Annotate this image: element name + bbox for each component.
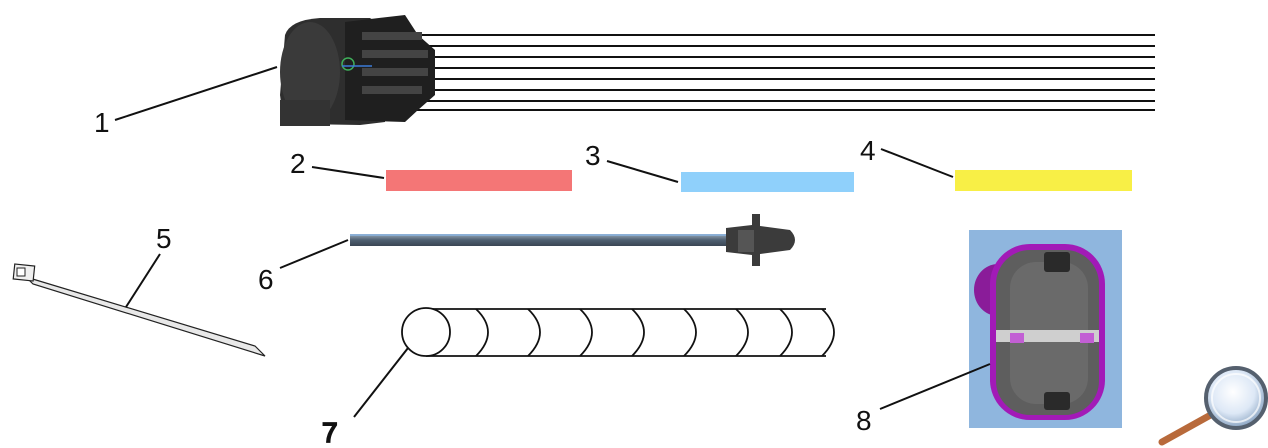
magnifier-icon[interactable]	[1158, 366, 1268, 446]
part-1-connector-housing: 1	[94, 15, 1155, 138]
yellow-sleeve-bar	[955, 170, 1132, 191]
callout-6-label: 6	[258, 264, 274, 295]
callout-8-label: 8	[856, 405, 872, 436]
callout-1-label: 1	[94, 107, 110, 138]
part-1-wires	[410, 34, 1155, 111]
red-sleeve-bar	[386, 170, 572, 191]
part-2-red-sleeve: 2	[290, 148, 572, 191]
callout-7-label: 7	[322, 417, 338, 448]
callout-5-label: 5	[156, 223, 172, 254]
part-5-cable-tie: 5	[12, 223, 266, 357]
part-4-yellow-sleeve: 4	[860, 135, 1132, 191]
callout-3-label: 3	[585, 140, 601, 171]
callout-4-label: 4	[860, 135, 876, 166]
part-1-housing-body	[280, 15, 435, 126]
part-3-blue-sleeve: 3	[585, 140, 854, 192]
blue-sleeve-bar	[681, 172, 854, 192]
part-7-corrugated-tube: 7	[321, 307, 835, 448]
callout-2-label: 2	[290, 148, 306, 179]
part-6-mounting-pin: 6	[258, 214, 795, 295]
part-8-sensor-connector: 8	[856, 230, 1122, 436]
